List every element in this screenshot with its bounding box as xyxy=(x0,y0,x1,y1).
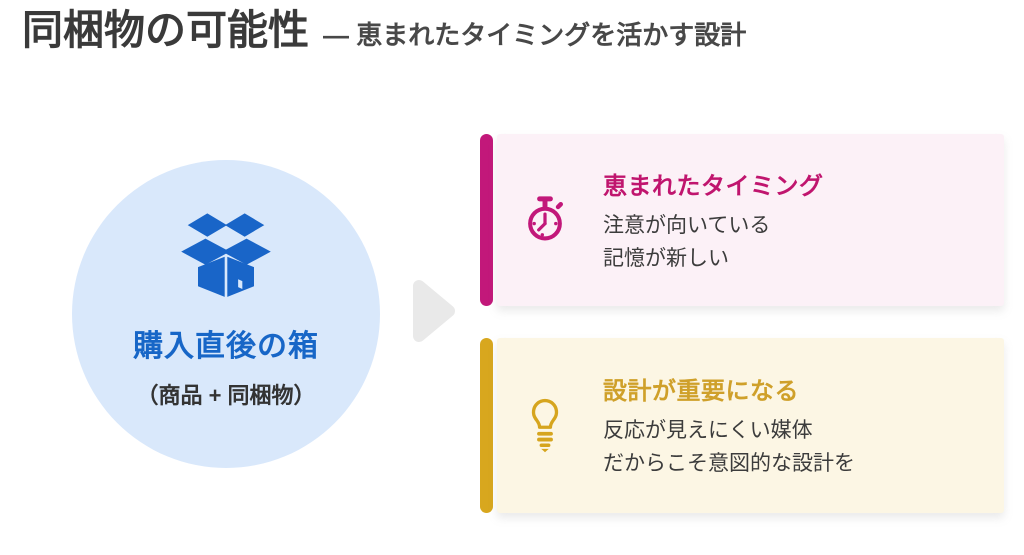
page-subtitle: — 恵まれたタイミングを活かす設計 xyxy=(323,20,747,50)
right-arrow-icon xyxy=(411,277,459,347)
card-timing-line: 記憶が新しい xyxy=(603,246,729,270)
card-timing-body: 恵まれたタイミング 注意が向いている 記憶が新しい xyxy=(497,134,1004,306)
card-timing-accent-bar xyxy=(480,134,493,306)
page-title: 同梱物の可能性 xyxy=(22,7,309,53)
purchase-box-circle: 購入直後の箱 （商品 + 同梱物） xyxy=(72,160,380,468)
circle-label: 購入直後の箱 xyxy=(133,329,319,363)
card-design-accent-bar xyxy=(480,338,493,513)
stopwatch-icon xyxy=(517,193,573,247)
open-box-icon xyxy=(178,205,274,303)
card-design: 設計が重要になる 反応が見えにくい媒体 だからこそ意図的な設計を xyxy=(480,338,1004,513)
card-timing: 恵まれたタイミング 注意が向いている 記憶が新しい xyxy=(480,134,1004,306)
card-design-line: だからこそ意図的な設計を xyxy=(603,452,855,475)
slide-header: 同梱物の可能性 — 恵まれたタイミングを活かす設計 xyxy=(22,6,746,55)
card-timing-title: 恵まれたタイミング xyxy=(603,172,824,200)
lightbulb-icon xyxy=(517,397,573,455)
circle-sublabel: （商品 + 同梱物） xyxy=(136,382,316,408)
card-design-line: 反応が見えにくい媒体 xyxy=(603,419,813,442)
card-design-body: 設計が重要になる 反応が見えにくい媒体 だからこそ意図的な設計を xyxy=(497,338,1004,513)
card-timing-line: 注意が向いている xyxy=(603,213,771,237)
card-design-title: 設計が重要になる xyxy=(603,378,799,405)
